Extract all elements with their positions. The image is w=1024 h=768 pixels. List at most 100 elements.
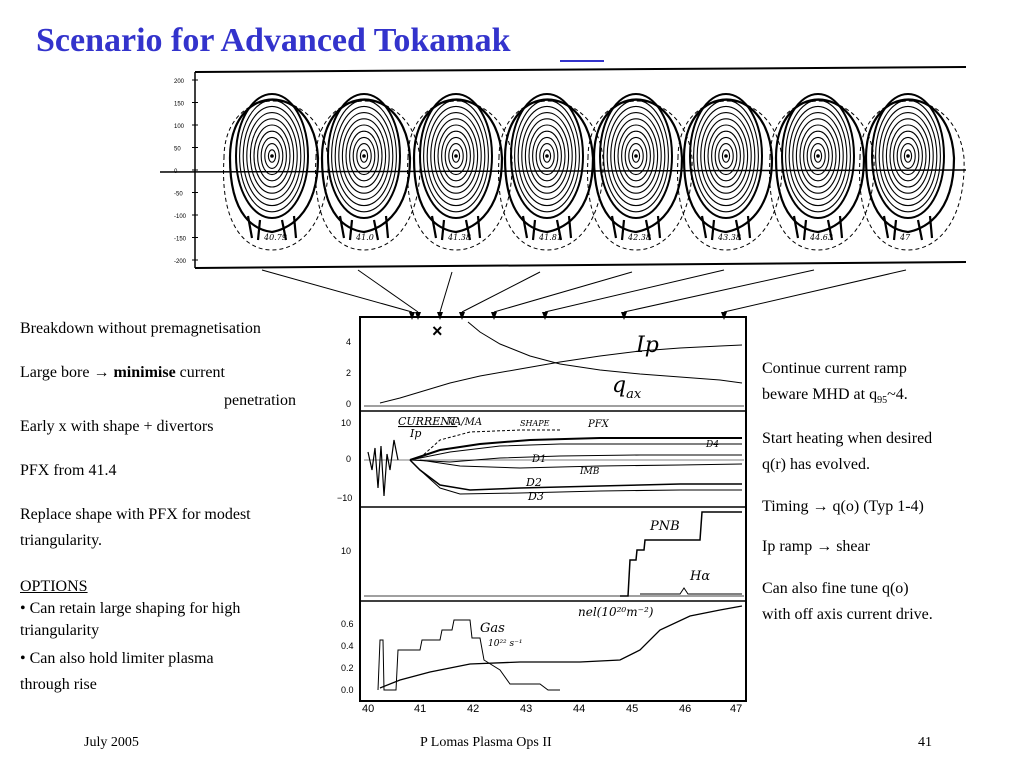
magnetic-axis xyxy=(545,154,549,158)
ip-ramp-text: Ip ramp xyxy=(762,538,813,555)
flux-surface xyxy=(893,130,923,182)
vessel-boundary xyxy=(498,100,604,251)
equilibrium-plasma: 41.81 xyxy=(498,93,604,251)
flux-surface xyxy=(599,93,673,219)
vessel-boundary xyxy=(223,100,329,251)
flux-surface xyxy=(239,99,305,213)
flux-surface xyxy=(621,130,651,182)
flux-surface xyxy=(813,149,823,163)
flux-surface xyxy=(631,149,641,163)
slide-title: Scenario for Advanced Tokamak xyxy=(36,22,511,59)
flux-surface xyxy=(246,112,298,200)
equilibrium-time-label: 41.0 xyxy=(355,233,374,242)
flux-surface xyxy=(345,124,383,188)
flux-surface xyxy=(606,105,666,207)
equilibrium-plasma: 43.38 xyxy=(677,93,783,251)
flux-surface xyxy=(451,149,461,163)
flux-surface xyxy=(806,136,830,176)
flux-surface xyxy=(714,136,738,176)
flux-surface xyxy=(341,118,387,194)
flux-surface xyxy=(264,143,280,169)
magnetic-axis xyxy=(634,154,638,158)
flux-surface xyxy=(235,93,309,219)
flux-surface xyxy=(253,124,291,188)
beware-text: beware MHD at q xyxy=(762,386,878,403)
note-replace-2: triangularity. xyxy=(20,532,103,549)
flux-surface xyxy=(510,93,584,219)
flux-surface xyxy=(349,130,379,182)
flux-surface xyxy=(352,136,376,176)
note-breakdown: Breakdown without premagnetisation xyxy=(20,320,261,337)
eq-ytick-label: 150 xyxy=(174,102,185,108)
equilibrium-time-label: 47 xyxy=(899,233,911,242)
right-note-2-line-2: q(r) has evolved. xyxy=(762,456,870,473)
right-note-2-line-1: Start heating when desired xyxy=(762,430,933,447)
flux-surface xyxy=(885,118,931,194)
large-bore-text: Large bore xyxy=(20,364,90,381)
equilibrium-time-label: 42.38 xyxy=(627,233,651,242)
timing-text: Timing xyxy=(762,498,809,515)
shear-text: shear xyxy=(836,538,870,555)
flux-surface xyxy=(528,124,566,188)
equilibrium-plasma: 42.38 xyxy=(587,93,693,251)
flux-surface xyxy=(603,99,669,213)
option-1-line-2: triangularity xyxy=(20,622,100,639)
flux-surface xyxy=(628,143,644,169)
equilibrium-plasma: 47 xyxy=(859,93,965,251)
option-2-line-2: through rise xyxy=(20,676,97,693)
flux-surface xyxy=(703,118,749,194)
flux-surface xyxy=(781,93,855,219)
flux-surface xyxy=(327,93,401,219)
equilibrium-time-label: 44.63 xyxy=(809,233,833,242)
equilibrium-time-label: 41.38 xyxy=(447,233,471,242)
equilibrium-time-label: 43.38 xyxy=(717,233,741,242)
right-note-5-line-2: with off axis current drive. xyxy=(762,606,933,623)
vessel-boundary xyxy=(859,100,965,251)
footer-center: P Lomas Plasma Ops II xyxy=(420,735,552,750)
flux-surface xyxy=(795,118,841,194)
magnetic-axis xyxy=(816,154,820,158)
flux-surface xyxy=(426,105,486,207)
flux-surface xyxy=(707,124,745,188)
flux-surface xyxy=(785,99,851,213)
equilibrium-plasma: 41.38 xyxy=(407,93,513,251)
flux-surface xyxy=(875,99,941,213)
footer-date: July 2005 xyxy=(84,735,139,750)
eq-ytick-label: 200 xyxy=(174,79,185,85)
right-note-4: Ip ramp → shear xyxy=(762,536,870,558)
right-note-1-line-2: beware MHD at q95~4. xyxy=(762,384,908,412)
flux-surface xyxy=(882,112,934,200)
flux-surface xyxy=(799,124,837,188)
flux-surface xyxy=(444,136,468,176)
flux-surface xyxy=(889,124,927,188)
equilibrium-time-label: 40.79 xyxy=(263,233,287,242)
flux-surface xyxy=(441,130,471,182)
divertor-leg xyxy=(882,215,934,241)
options-heading: OPTIONS xyxy=(20,578,88,595)
note-large-bore: Large bore → minimise current xyxy=(20,362,225,383)
flux-surface xyxy=(613,118,659,194)
flux-surface xyxy=(331,99,397,213)
flux-surface xyxy=(693,99,759,213)
flux-surface xyxy=(448,143,464,169)
flux-surface xyxy=(356,143,372,169)
eq-ytick-label: 100 xyxy=(174,124,185,130)
flux-surface xyxy=(711,130,741,182)
equilibrium-time-label: 41.81 xyxy=(538,233,562,242)
flux-surface xyxy=(803,130,833,182)
flux-surface xyxy=(900,143,916,169)
flux-surface xyxy=(696,105,756,207)
note-early-x: Early x with shape + divertors xyxy=(20,418,214,435)
vessel-boundary xyxy=(587,100,693,251)
right-arrow-icon: → xyxy=(816,538,833,555)
flux-surface xyxy=(542,149,552,163)
flux-surface xyxy=(359,149,369,163)
flux-surface xyxy=(721,149,731,163)
flux-surface xyxy=(788,105,848,207)
flux-surface xyxy=(260,136,284,176)
flux-surface xyxy=(419,93,493,219)
title-underline-mark xyxy=(560,60,604,62)
flux-surface xyxy=(267,149,277,163)
magnetic-axis xyxy=(362,154,366,158)
